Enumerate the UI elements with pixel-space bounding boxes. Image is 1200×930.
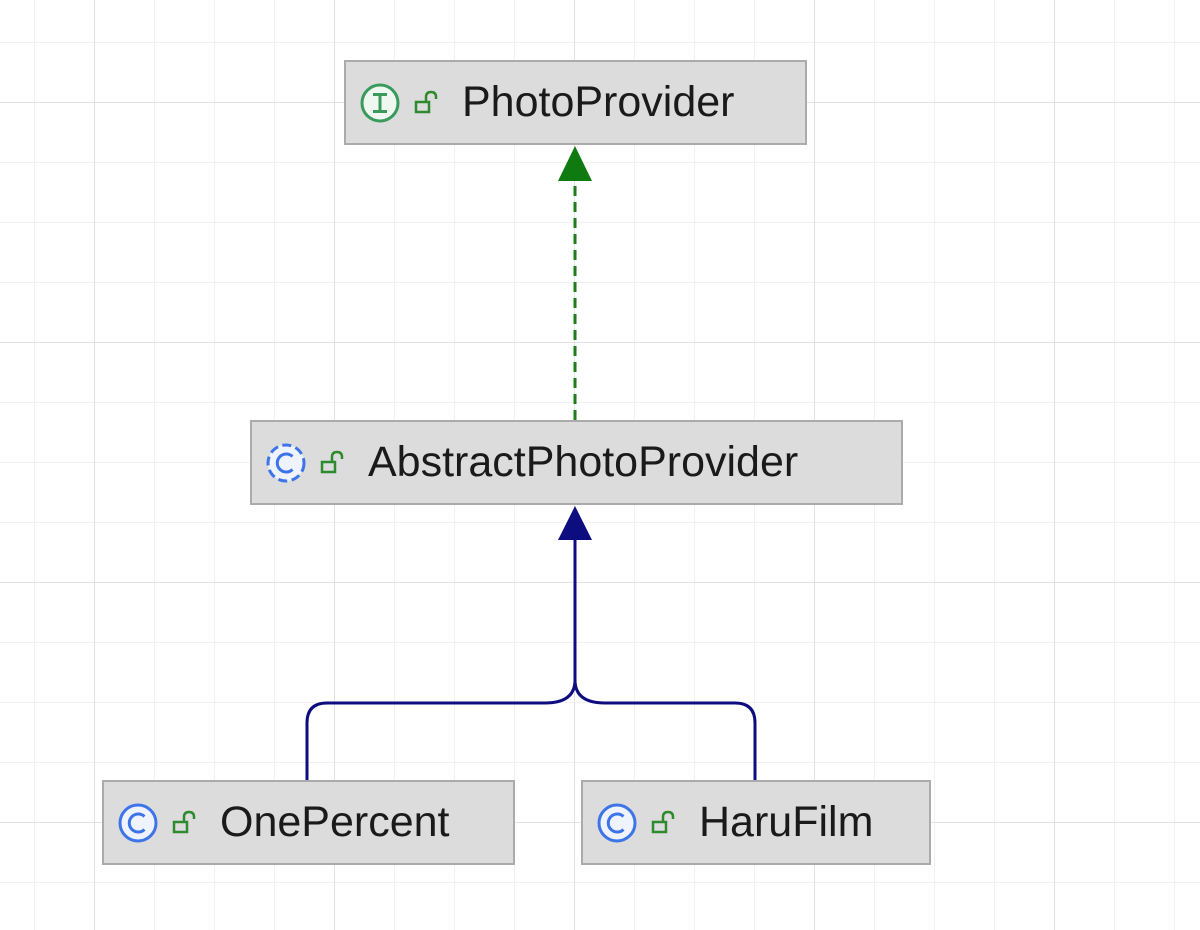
edge-extends-one-percent [305,679,577,780]
extends-arrowhead [558,506,592,540]
abstract-class-icon [264,441,308,485]
edge-extends-to-abstract [305,506,757,780]
node-one-percent[interactable]: OnePercent [102,780,515,865]
edge-implements-abstract-to-photo-provider [558,146,592,420]
public-lock-icon [414,89,438,117]
node-label: HaruFilm [699,798,874,846]
class-icon [116,801,160,845]
node-abstract-photo-provider[interactable]: AbstractPhotoProvider [250,420,903,505]
node-haru-film[interactable]: HaruFilm [581,780,931,865]
node-photo-provider[interactable]: PhotoProvider [344,60,807,145]
interface-icon [358,81,402,125]
public-lock-icon [172,809,196,837]
class-icon [595,801,639,845]
public-lock-icon [651,809,675,837]
node-label: AbstractPhotoProvider [368,438,799,486]
node-label: OnePercent [220,798,450,846]
public-lock-icon [320,449,344,477]
edge-extends-haru-film [573,679,757,780]
node-label: PhotoProvider [462,78,735,126]
implements-arrowhead [558,146,592,181]
